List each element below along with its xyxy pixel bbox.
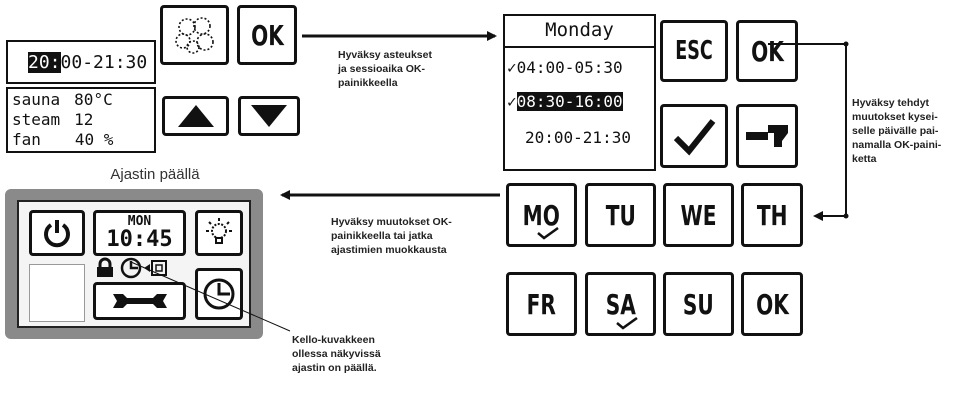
pointer-to-timer-icon: [130, 261, 291, 332]
timer-button[interactable]: [195, 268, 243, 320]
time-rest: 00-21:30: [60, 52, 148, 73]
up-button[interactable]: [162, 96, 229, 136]
day-label: TU: [605, 198, 636, 232]
aroma-icon: [174, 17, 214, 54]
settings-button[interactable]: [93, 282, 186, 320]
day-button-fr[interactable]: FR: [506, 272, 577, 336]
day-label: SA: [605, 287, 636, 321]
time-selected-hour: 20:: [28, 52, 61, 73]
down-button[interactable]: [238, 96, 300, 136]
session-row[interactable]: 20:00-21:30: [525, 128, 631, 147]
day-button-th[interactable]: TH: [741, 183, 803, 247]
mo-selected-check-icon: [537, 226, 559, 240]
day-label: SU: [683, 287, 714, 321]
sa-selected-check-icon: [616, 316, 638, 330]
hammer-icon: [746, 125, 788, 147]
ok-button[interactable]: OK: [741, 272, 803, 336]
empty-slot: [29, 264, 85, 322]
bulb-icon: [206, 218, 232, 244]
timer-status-icon: [120, 257, 167, 279]
day-label: MO: [522, 198, 561, 232]
session-list: ✓04:00-05:30 ✓08:30-16:00 20:00-21:30: [503, 46, 656, 171]
esc-button[interactable]: ESC: [660, 20, 728, 82]
checkmark-icon: [673, 119, 716, 156]
confirm-button[interactable]: [660, 104, 728, 168]
clock-time: 10:45: [106, 226, 173, 252]
edit-button[interactable]: [736, 104, 798, 168]
ok-button[interactable]: OK: [237, 5, 297, 65]
arrow-screen2-to-days: [768, 43, 847, 221]
wrench-icon: [112, 294, 167, 308]
day-button-su[interactable]: SU: [663, 272, 734, 336]
ok-button-label: OK: [250, 18, 284, 52]
day-button-mo[interactable]: MO: [506, 183, 577, 247]
esc-button-label: ESC: [675, 36, 713, 66]
clock-display: MON 10:45: [93, 210, 186, 256]
day-button-tu[interactable]: TU: [585, 183, 656, 247]
clock-day: MON: [127, 213, 152, 229]
power-button[interactable]: [29, 210, 85, 256]
day-label: TH: [756, 198, 788, 232]
session-row[interactable]: ✓04:00-05:30: [507, 58, 623, 77]
aroma-button[interactable]: [160, 5, 229, 65]
session-row[interactable]: ✓08:30-16:00: [507, 92, 623, 111]
annotation-accept-or-continue: Hyväksy muutokset OK-painikkeella tai ja…: [331, 216, 452, 256]
lock-icon: [97, 257, 113, 277]
power-icon: [44, 220, 70, 248]
day-label: FR: [526, 287, 557, 321]
day-title-panel: Monday: [503, 14, 656, 46]
up-arrow-icon: [177, 105, 214, 127]
session-time-field[interactable]: 20:00-21:30: [6, 40, 156, 84]
ok-button[interactable]: OK: [736, 20, 798, 82]
day-label: WE: [680, 198, 717, 232]
screen4-frame: MON 10:45: [5, 189, 263, 339]
day-button-we[interactable]: WE: [663, 183, 734, 247]
down-arrow-icon: [251, 105, 287, 127]
screen4-display: MON 10:45: [17, 200, 251, 328]
ok-button-label: OK: [750, 34, 784, 68]
screen4-caption: Ajastin päällä: [110, 166, 200, 183]
day-title: Monday: [545, 19, 614, 41]
light-button[interactable]: [195, 210, 243, 256]
ok-button-label: OK: [755, 287, 789, 321]
